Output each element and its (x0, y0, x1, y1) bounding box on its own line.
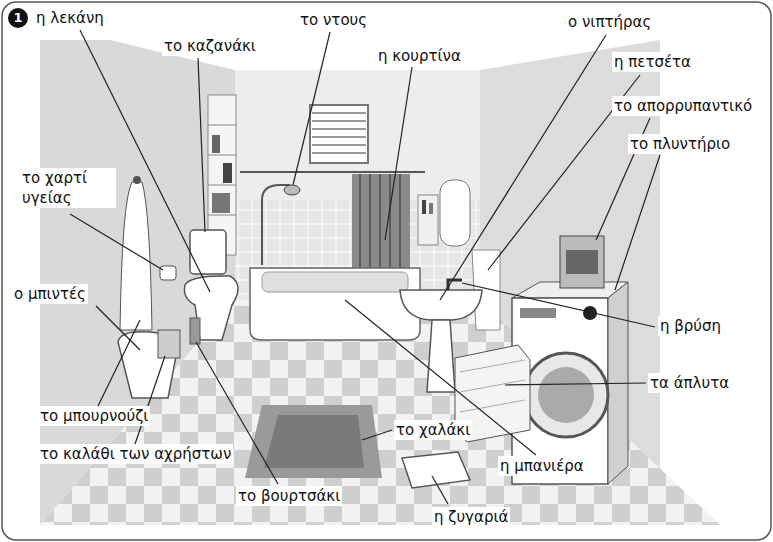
shower (240, 172, 425, 300)
bathtub-inside (262, 272, 408, 292)
back-wall (235, 70, 480, 300)
detergent-box (560, 236, 604, 288)
leader-line (615, 155, 660, 290)
rug (245, 405, 382, 478)
leader-line (98, 320, 140, 406)
cabinet (418, 195, 438, 245)
hook (133, 176, 141, 184)
part-label: το ντους (298, 10, 369, 30)
shower-pipe (262, 185, 290, 265)
part-label: η κουρτίνα (376, 46, 463, 66)
part-label: το καλάθι των αχρήστων (38, 444, 233, 464)
box (212, 193, 230, 213)
bathrobe (120, 176, 152, 330)
leader-line (135, 356, 165, 444)
leader-line (505, 383, 646, 385)
part-label: το πλυντήριο (628, 134, 732, 154)
leader-lines (70, 30, 660, 504)
washer-panel (520, 308, 556, 318)
part-label: η ζυγαριά (432, 507, 510, 527)
leader-line (198, 58, 205, 232)
washer-glass (538, 367, 594, 423)
part-label: η λεκάνη (34, 8, 106, 28)
toilet-paper (160, 266, 176, 280)
bottle (223, 163, 232, 183)
part-label: η μπανιέρα (498, 456, 586, 476)
robe (120, 182, 152, 330)
part-label: ο μπιντές (12, 284, 88, 304)
part-label: η πετσέτα (612, 52, 693, 72)
part-label: το μπουρνούζι (38, 406, 150, 426)
toilet-brush (190, 318, 200, 344)
callout-number: 1 (8, 8, 28, 28)
window-blind (312, 113, 366, 153)
basket-weave (460, 360, 525, 412)
bathtub (250, 268, 420, 340)
bottle (212, 135, 220, 153)
part-label: το χαρτί υγείας (20, 168, 116, 208)
part-label: το βουρτσάκι (236, 486, 342, 506)
rug-inner (264, 415, 364, 468)
toothbrush (429, 203, 433, 214)
leader-line (293, 32, 330, 185)
leader-line (96, 306, 140, 350)
curtain-rod (240, 171, 425, 173)
leader-line (70, 214, 163, 270)
window-frame (310, 105, 368, 163)
leader-line (80, 30, 210, 292)
cistern (190, 230, 226, 274)
bathtub-body (250, 268, 420, 340)
part-label: η βρύση (658, 316, 723, 336)
leader-line (385, 67, 412, 240)
part-label: το καζανάκι (162, 36, 258, 56)
part-label: το απορρυπαντικό (612, 96, 754, 116)
window (310, 105, 368, 163)
sink-basin (400, 290, 482, 320)
detergent-label (566, 250, 598, 274)
leader-line (345, 300, 536, 455)
shower-head (284, 185, 300, 195)
mirror (440, 180, 470, 246)
shelf-boards (208, 125, 236, 215)
leader-line (432, 476, 448, 504)
washer-door (524, 353, 608, 437)
leader-line (440, 35, 606, 300)
leader-line (462, 283, 655, 327)
leader-line (362, 430, 392, 440)
trash-bin (158, 330, 180, 358)
part-label: τα άπλυτα (648, 373, 731, 393)
toothbrush (422, 200, 426, 214)
sink-pedestal (427, 320, 455, 392)
part-label: το χαλάκι (394, 420, 472, 440)
part-label: ο νιπτήρας (566, 12, 653, 32)
